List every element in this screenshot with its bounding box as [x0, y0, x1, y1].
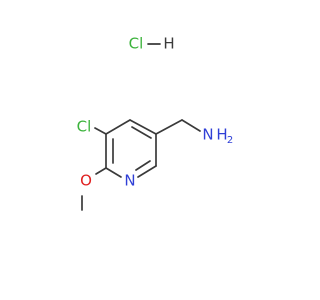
ring-bond-c4-c5-inner — [131, 126, 152, 139]
ring-nitrogen-label: N — [124, 172, 135, 190]
amine-nitrogen-label: N — [202, 126, 213, 144]
methoxy-oxygen-label: O — [80, 172, 92, 190]
ring-bond-c3-c4 — [105, 119, 131, 135]
salt-chlorine-label: Cl — [129, 35, 144, 53]
structure-drawing: Cl H Cl N O N H 2 — [77, 35, 233, 211]
chlorine-label: Cl — [77, 118, 92, 136]
bond-c2-o — [95, 167, 107, 175]
ring-bond-n1-c2 — [105, 167, 122, 178]
ring-bond-c6-n1 — [137, 165, 157, 178]
ring-bond-c4-c5 — [129, 119, 157, 135]
bond-ch2-n — [181, 119, 201, 132]
bond-c5-ch2 — [155, 119, 183, 135]
amine-hydrogen-label: H — [216, 126, 227, 144]
salt-hydrogen-label: H — [163, 35, 174, 53]
bond-c3-cl — [94, 127, 107, 135]
amine-hydrogen-count: 2 — [227, 135, 233, 146]
molecule-canvas: Cl H Cl N O N H 2 — [76, 34, 234, 211]
ring-bond-c6-n1-inner — [135, 160, 151, 171]
